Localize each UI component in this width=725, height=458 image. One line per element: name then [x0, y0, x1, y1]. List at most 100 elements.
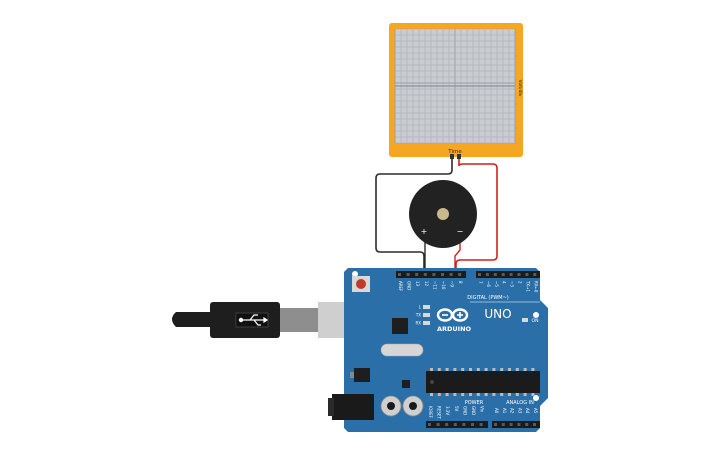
oscilloscope-time-label: Time	[447, 149, 462, 155]
usb-metal-neck	[280, 308, 322, 332]
header-pin[interactable]	[517, 273, 521, 276]
header-pin[interactable]	[533, 273, 537, 276]
oscilloscope[interactable]: Time Volt/div	[389, 23, 523, 159]
pin-label: AREF	[398, 281, 403, 292]
piezo-buzzer[interactable]: + −	[409, 180, 477, 248]
header-pin[interactable]	[501, 423, 505, 426]
chip-pin	[531, 393, 535, 396]
signal-wire[interactable]	[455, 159, 498, 272]
pin-label: GND	[471, 406, 476, 415]
header-pin[interactable]	[533, 423, 536, 426]
oscilloscope-volt-label: Volt/div	[517, 80, 523, 97]
chip-pin	[476, 393, 480, 396]
oscilloscope-terminal-positive[interactable]	[457, 154, 461, 159]
chip-pin	[500, 368, 504, 371]
chip-pin	[531, 368, 535, 371]
power-header-label: POWER	[465, 400, 484, 406]
chip-pin	[500, 393, 504, 396]
pin-label: RESET	[437, 406, 442, 419]
header-pin[interactable]	[501, 273, 505, 276]
header-pin[interactable]	[509, 423, 513, 426]
header-pin[interactable]	[428, 423, 431, 426]
header-pins	[494, 423, 536, 426]
header-pin[interactable]	[423, 273, 427, 276]
on-led	[522, 318, 528, 322]
header-pin[interactable]	[478, 273, 481, 276]
pin-label: ~9	[450, 281, 455, 287]
chip-pin	[523, 368, 527, 371]
oscilloscope-terminal-negative[interactable]	[450, 154, 454, 159]
chip-pin	[484, 368, 488, 371]
dc-power-jack[interactable]	[332, 394, 374, 420]
header-pin[interactable]	[458, 273, 462, 276]
crystal-oscillator	[380, 343, 424, 357]
regulator-tab	[350, 372, 354, 378]
header-pin[interactable]	[525, 273, 529, 276]
status-led-label: TX	[415, 313, 421, 318]
chip-pin	[469, 393, 472, 396]
reset-button[interactable]	[356, 279, 366, 289]
header-pin[interactable]	[415, 273, 419, 276]
header-pin[interactable]	[471, 423, 474, 426]
header-pins	[428, 423, 483, 426]
buzzer-minus-label: −	[457, 227, 464, 236]
chip-pin	[492, 393, 496, 396]
header-pins	[398, 273, 462, 276]
header-pin[interactable]	[449, 273, 453, 276]
pin-label: TX→1	[525, 280, 530, 293]
pin-label: Vin	[480, 406, 485, 413]
chip-pin	[515, 368, 519, 371]
chip-pin	[453, 393, 457, 396]
header-pin[interactable]	[509, 273, 513, 276]
arduino-logo-icon	[436, 308, 469, 322]
usb-icon	[238, 314, 269, 326]
header-pin[interactable]	[406, 273, 410, 276]
header-pin[interactable]	[525, 423, 529, 426]
header-pin[interactable]	[494, 423, 497, 426]
header-pin[interactable]	[462, 423, 466, 426]
status-led-label: RX	[415, 321, 421, 326]
header-pin[interactable]	[445, 423, 449, 426]
chip-pin	[437, 393, 441, 396]
analog-header-label: ANALOG IN	[506, 400, 534, 406]
usb-interface-chip	[392, 318, 408, 334]
pin-label: GND	[407, 281, 412, 290]
on-led-label: ON	[532, 318, 539, 324]
pin-label: 5V	[454, 406, 459, 412]
pin-label: A1	[502, 408, 507, 414]
header-pin[interactable]	[493, 273, 497, 276]
header-pin[interactable]	[485, 273, 489, 276]
status-led	[423, 321, 430, 325]
small-transistor	[402, 380, 410, 388]
header-pin[interactable]	[398, 273, 401, 276]
pin-label: 7	[478, 281, 483, 284]
usb-strain-relief	[172, 312, 212, 327]
status-led	[423, 313, 430, 317]
atmega-microcontroller	[426, 371, 540, 393]
pin-label: 12	[424, 281, 429, 287]
header-pin[interactable]	[479, 423, 483, 426]
header-pin[interactable]	[517, 423, 521, 426]
header-pin[interactable]	[453, 423, 457, 426]
pin-label: 13	[415, 281, 420, 287]
header-pin[interactable]	[436, 423, 440, 426]
pin-label: A3	[517, 408, 522, 414]
chip-pin	[430, 368, 433, 371]
digital-header-left	[396, 271, 466, 278]
ground-wire[interactable]	[375, 159, 453, 272]
pin-label: GND	[462, 406, 467, 415]
header-pin[interactable]	[432, 273, 436, 276]
chip-pin	[469, 368, 472, 371]
analog-header	[492, 421, 540, 428]
buzzer-plus-label: +	[421, 227, 428, 236]
chip-pin	[508, 393, 511, 396]
chip-pin	[461, 368, 465, 371]
power-jack-lip	[328, 398, 334, 416]
pin-label: 2	[518, 281, 523, 284]
header-pin[interactable]	[441, 273, 444, 276]
